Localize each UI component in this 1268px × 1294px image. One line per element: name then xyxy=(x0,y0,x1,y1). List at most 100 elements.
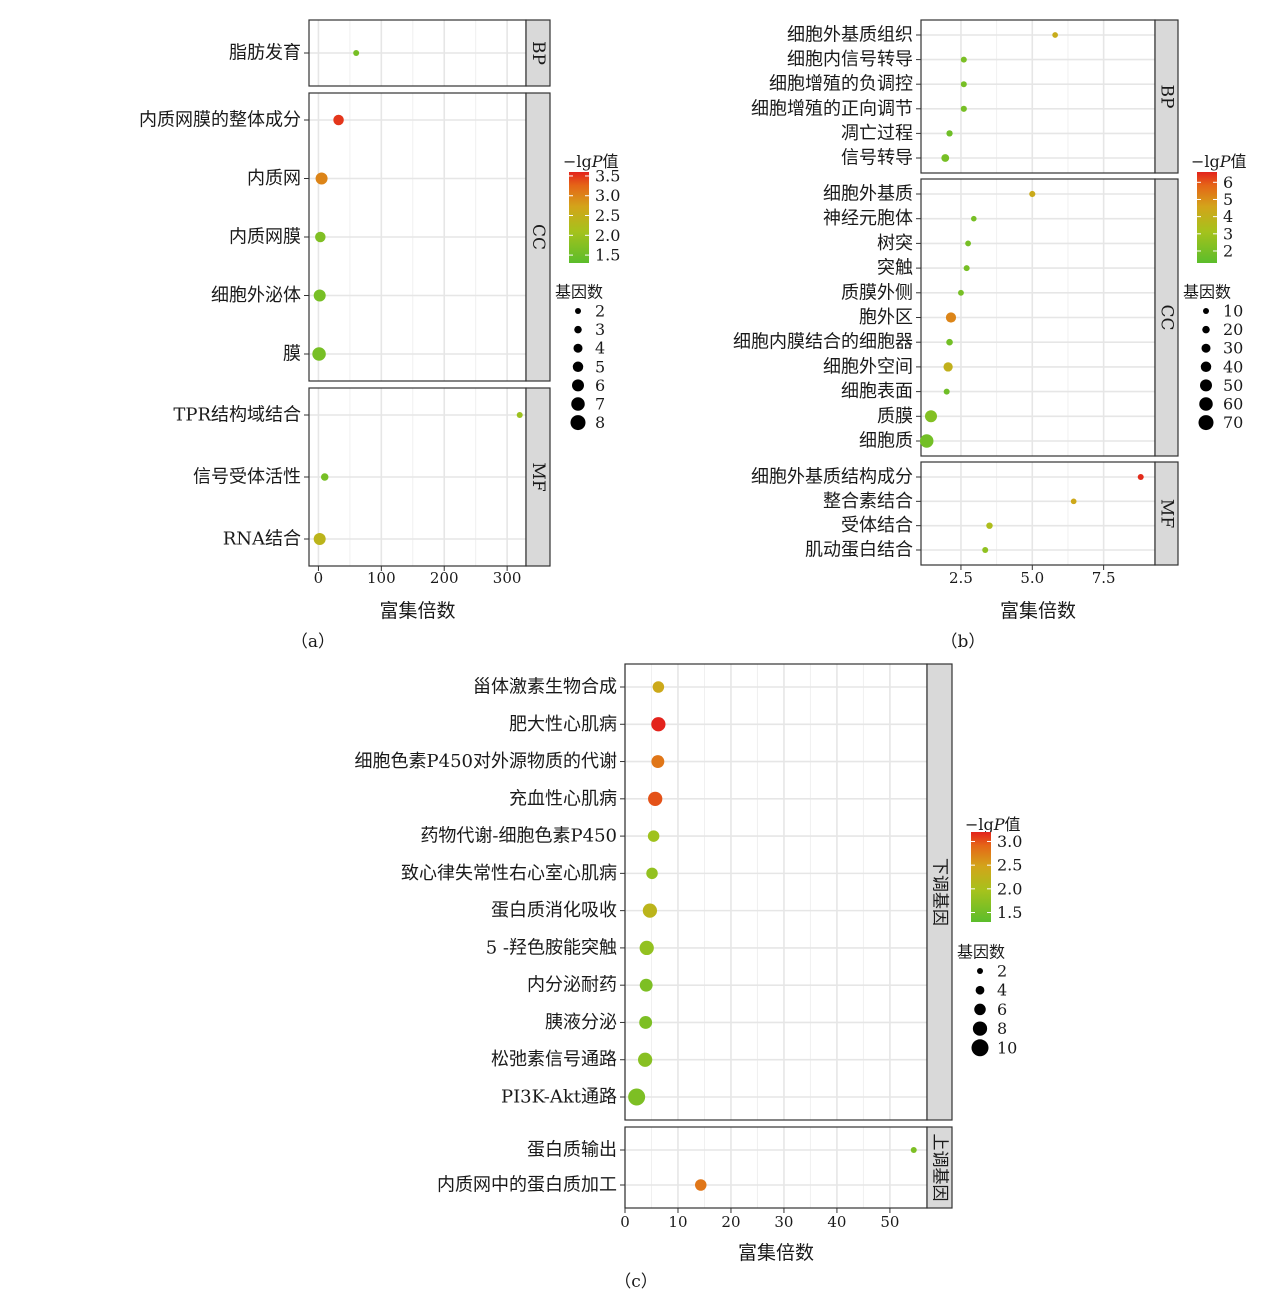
size-legend-dot xyxy=(572,361,584,373)
size-legend-label: 10 xyxy=(997,1038,1017,1057)
data-point xyxy=(919,434,934,448)
x-tick-label: 100 xyxy=(367,569,396,587)
x-tick-label: 7.5 xyxy=(1092,569,1116,587)
y-tick-label: 胞外区 xyxy=(859,307,913,328)
data-point xyxy=(628,1088,646,1106)
data-point xyxy=(695,1179,707,1191)
data-point xyxy=(971,215,977,222)
size-legend-dot xyxy=(571,397,585,411)
color-legend-label: 1.5 xyxy=(997,903,1022,922)
y-tick-label: 神经元胞体 xyxy=(823,208,913,229)
color-legend-label: 2.5 xyxy=(595,206,620,225)
size-legend-label: 60 xyxy=(1223,395,1243,414)
panel-b: BP细胞外基质组织细胞内信号转导细胞增殖的负调控细胞增殖的正向调节凋亡过程信号转… xyxy=(733,19,1247,652)
y-tick-label: 细胞外基质结构成分 xyxy=(751,467,913,488)
data-point xyxy=(941,154,950,162)
x-tick-label: 50 xyxy=(880,1213,899,1231)
size-legend-dot xyxy=(972,1021,988,1036)
facet-CC: CC细胞外基质神经元胞体树突突触质膜外侧胞外区细胞内膜结合的细胞器细胞外空间细胞… xyxy=(733,178,1179,457)
size-legend-dot xyxy=(573,343,583,353)
data-point xyxy=(638,1052,653,1067)
data-point xyxy=(960,81,967,88)
x-tick-label: 10 xyxy=(668,1213,687,1231)
y-tick-label: 凋亡过程 xyxy=(841,123,913,144)
y-tick-label: 脂肪发育 xyxy=(229,43,301,64)
y-tick-label: 内质网膜的整体成分 xyxy=(139,110,301,131)
data-point xyxy=(943,388,950,395)
color-legend-label: 3.5 xyxy=(595,166,620,185)
size-legend-dot xyxy=(1198,415,1214,431)
data-point xyxy=(943,362,953,372)
y-tick-label: 内质网 xyxy=(247,168,301,189)
size-legend-dot xyxy=(1199,397,1213,411)
x-axis-title: 富集倍数 xyxy=(1000,600,1076,622)
y-tick-label: TPR结构域结合 xyxy=(173,405,301,426)
color-legend-title-prefix: −lg xyxy=(965,815,994,834)
facet-strip xyxy=(525,92,551,382)
size-legend-label: 6 xyxy=(595,376,605,395)
x-tick-label: 200 xyxy=(430,569,459,587)
data-point xyxy=(648,791,663,806)
y-tick-label: 5 -羟色胺能突触 xyxy=(486,937,617,958)
y-tick-label: 甾体激素生物合成 xyxy=(473,677,617,698)
facet-下调基因: 下调基因甾体激素生物合成肥大性心肌病细胞色素P450对外源物质的代谢充血性心肌病… xyxy=(355,663,953,1121)
data-point xyxy=(333,114,344,126)
data-point xyxy=(647,830,660,842)
y-tick-label: RNA结合 xyxy=(223,529,301,550)
facet-strip xyxy=(926,1126,953,1209)
data-point xyxy=(639,940,654,956)
color-legend-bar xyxy=(569,172,589,263)
facet-strip xyxy=(926,663,953,1121)
data-point xyxy=(1137,474,1144,480)
data-point xyxy=(1029,190,1036,198)
y-tick-label: 细胞表面 xyxy=(841,381,913,402)
data-point xyxy=(315,172,328,185)
y-tick-label: 质膜 xyxy=(877,406,913,427)
size-legend-label: 5 xyxy=(595,357,605,376)
data-point xyxy=(924,410,937,423)
facet-strip-label: 下调基因 xyxy=(930,858,950,926)
facet-strip xyxy=(525,387,551,567)
y-tick-label: 肥大性心肌病 xyxy=(509,714,617,735)
size-legend-dot xyxy=(1200,379,1212,392)
y-tick-label: 内质网中的蛋白质加工 xyxy=(437,1175,617,1196)
y-tick-label: 信号受体活性 xyxy=(193,467,301,488)
data-point xyxy=(963,265,970,272)
data-point xyxy=(960,56,967,63)
size-legend-dot xyxy=(1202,325,1210,334)
y-tick-label: 充血性心肌病 xyxy=(509,788,617,809)
y-tick-label: 松弛素信号通路 xyxy=(491,1049,617,1070)
color-legend-label: 2.0 xyxy=(595,226,620,245)
y-tick-label: 致心律失常性右心室心肌病 xyxy=(401,863,617,884)
color-legend-label: 3 xyxy=(1223,224,1233,243)
data-point xyxy=(946,130,953,137)
size-legend-title: 基因数 xyxy=(555,283,603,302)
data-point xyxy=(315,231,326,243)
y-tick-label: 质膜外侧 xyxy=(841,282,913,303)
facet-strip-label: CC xyxy=(1157,304,1177,330)
y-tick-label: 受体结合 xyxy=(841,515,913,536)
color-legend-title: −lgP值 xyxy=(1191,152,1247,171)
size-legend-label: 10 xyxy=(1223,302,1243,321)
size-legend-dot xyxy=(570,415,586,431)
size-legend-label: 4 xyxy=(595,339,605,358)
y-tick-label: 树突 xyxy=(877,233,913,254)
x-axis-title: 富集倍数 xyxy=(379,600,455,622)
size-legend-dot xyxy=(572,379,584,392)
size-legend-label: 2 xyxy=(997,962,1007,981)
y-tick-label: 内分泌耐药 xyxy=(527,975,617,996)
data-point xyxy=(1052,32,1058,38)
y-tick-label: 细胞质 xyxy=(859,431,913,452)
size-legend-label: 30 xyxy=(1223,339,1243,358)
color-legend-label: 4 xyxy=(1223,207,1233,226)
size-legend-dot xyxy=(974,1003,986,1016)
x-tick-label: 5.0 xyxy=(1020,569,1044,587)
y-tick-label: 信号转导 xyxy=(841,148,913,169)
data-point xyxy=(646,867,658,880)
data-point xyxy=(313,289,326,302)
size-legend-dot xyxy=(574,325,582,334)
x-tick-label: 30 xyxy=(774,1213,793,1231)
